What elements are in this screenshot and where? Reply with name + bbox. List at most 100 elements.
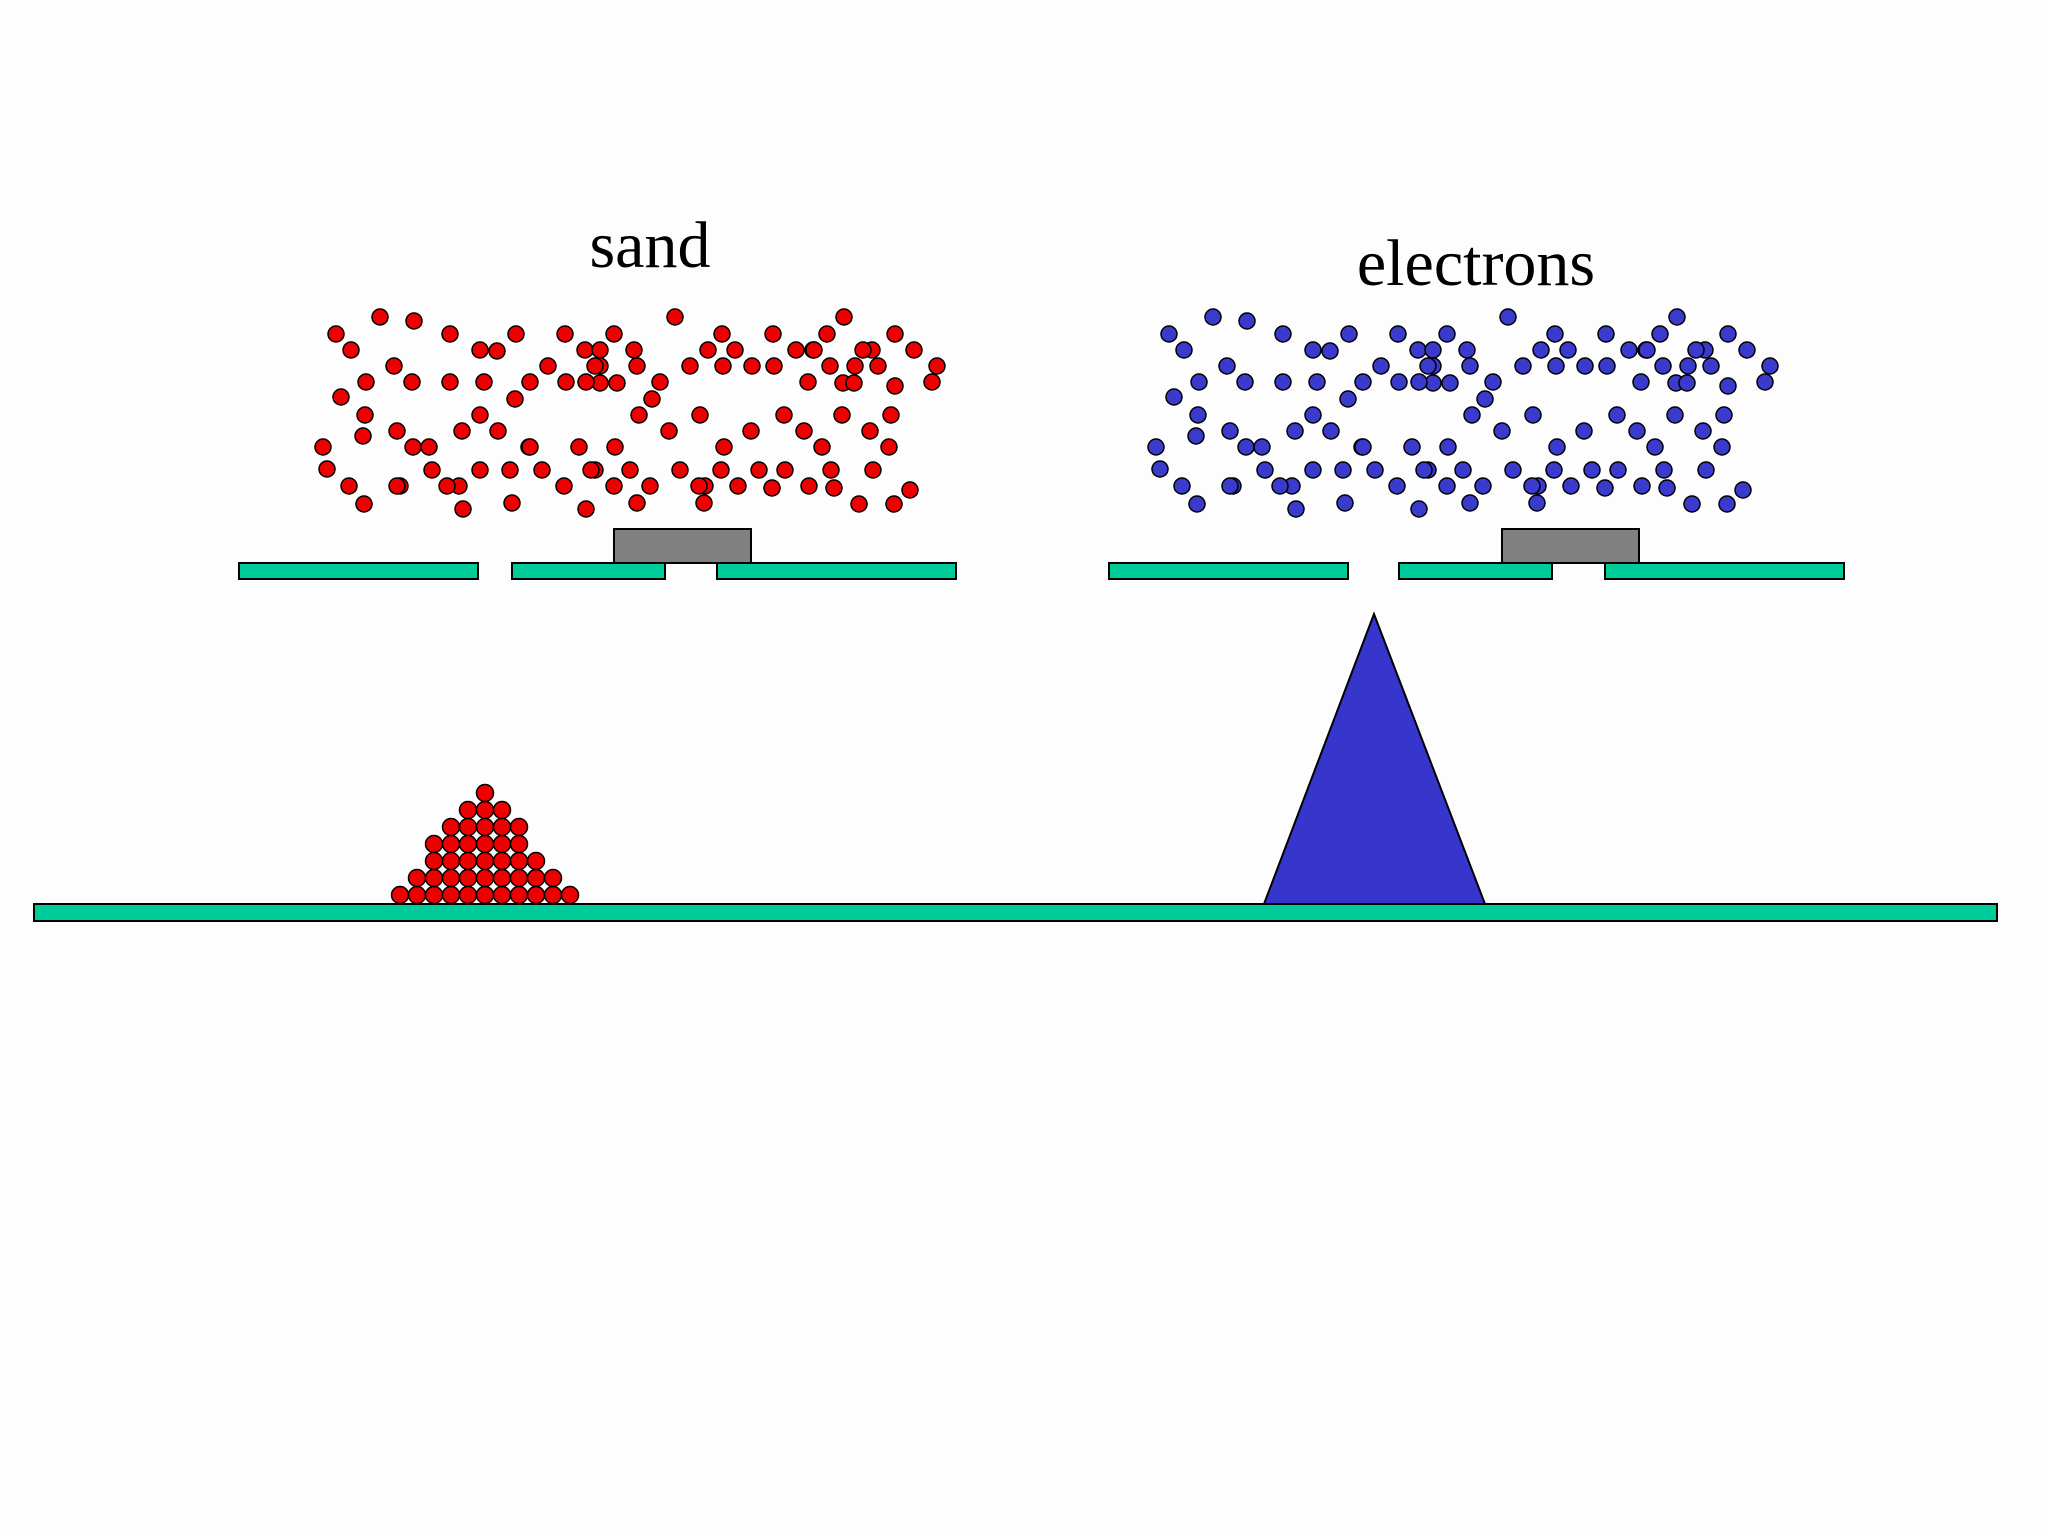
sand-particle <box>555 477 573 495</box>
electron-particle <box>1340 325 1358 343</box>
electron-particle <box>1524 406 1542 424</box>
electron-particle <box>1221 422 1239 440</box>
sand-particle <box>641 477 659 495</box>
electron-particle <box>1419 357 1437 375</box>
sand-particle <box>861 422 879 440</box>
sand-particle <box>385 357 403 375</box>
electron-particle <box>1562 477 1580 495</box>
electron-particle <box>1548 438 1566 456</box>
sand-particle <box>818 325 836 343</box>
electron-particle <box>1523 477 1541 495</box>
electron-particle <box>1738 341 1756 359</box>
sand-particle <box>923 373 941 391</box>
electron-particle <box>1702 357 1720 375</box>
electron-particle <box>1476 390 1494 408</box>
electron-particle <box>1658 479 1676 497</box>
electron-particle <box>1173 477 1191 495</box>
sand-particle <box>605 325 623 343</box>
electrons-label: electrons <box>1357 227 1595 300</box>
sand-pile <box>390 783 580 905</box>
sand-particle <box>671 461 689 479</box>
electron-shutter <box>1501 528 1640 564</box>
electron-particle <box>1655 461 1673 479</box>
sand-particle <box>327 325 345 343</box>
sand-pile-grain <box>509 868 529 888</box>
electron-particle <box>1236 373 1254 391</box>
sand-barrier-right-segment <box>716 562 957 580</box>
electron-particle <box>1160 325 1178 343</box>
electron-barrier-left-segment <box>1108 562 1349 580</box>
sand-particle <box>586 357 604 375</box>
electron-particle <box>1668 308 1686 326</box>
sand-particle <box>454 500 472 518</box>
sand-particle <box>570 438 588 456</box>
sand-particle <box>625 341 643 359</box>
sand-pile-grain <box>475 834 495 854</box>
electron-particle <box>1441 374 1459 392</box>
electron-particle <box>1336 494 1354 512</box>
sand-pile-grain <box>492 834 512 854</box>
electron-barrier-middle-segment <box>1398 562 1553 580</box>
detection-screen <box>33 903 1998 922</box>
electron-particle-cloud <box>1147 308 1779 518</box>
sand-particle <box>699 341 717 359</box>
sand-particle <box>332 388 350 406</box>
sand-particle <box>503 494 521 512</box>
sand-particle <box>729 477 747 495</box>
sand-particle <box>475 373 493 391</box>
sand-particle <box>795 422 813 440</box>
sand-particle <box>726 341 744 359</box>
electron-particle <box>1596 479 1614 497</box>
sand-particle <box>471 461 489 479</box>
sand-particle <box>846 357 864 375</box>
sand-particle <box>822 461 840 479</box>
sand-particle <box>805 341 823 359</box>
electron-particle <box>1218 357 1236 375</box>
sand-pile-grain <box>424 851 444 871</box>
sand-label: sand <box>590 209 711 282</box>
sand-particle <box>441 373 459 391</box>
sand-particle <box>854 341 872 359</box>
sand-particle <box>521 438 539 456</box>
electron-particle <box>1718 495 1736 513</box>
sand-particle <box>666 308 684 326</box>
electron-particle <box>1274 373 1292 391</box>
electron-particle <box>1454 461 1472 479</box>
electron-particle <box>1271 477 1289 495</box>
electron-barrier-right-segment <box>1604 562 1845 580</box>
electron-particle <box>1715 406 1733 424</box>
electron-particle <box>1339 390 1357 408</box>
electron-particle <box>1366 461 1384 479</box>
sand-pile-grain <box>475 868 495 888</box>
sand-particle <box>576 341 594 359</box>
sand-particle <box>776 461 794 479</box>
sand-particle <box>489 422 507 440</box>
electron-particle <box>1546 325 1564 343</box>
sand-particle <box>556 325 574 343</box>
sand-shutter <box>613 528 752 564</box>
sand-particle <box>355 495 373 513</box>
electron-particle <box>1256 461 1274 479</box>
sand-pile-grain <box>492 868 512 888</box>
electron-particle <box>1175 341 1193 359</box>
electron-particle <box>1666 406 1684 424</box>
electron-particle <box>1304 461 1322 479</box>
electron-particle <box>1253 438 1271 456</box>
sand-particle <box>691 406 709 424</box>
sand-particle <box>628 494 646 512</box>
sand-particle <box>507 325 525 343</box>
electron-particle <box>1756 373 1774 391</box>
sand-particle <box>608 374 626 392</box>
electron-particle <box>1424 341 1442 359</box>
sand-pile-grain <box>475 817 495 837</box>
sand-particle <box>557 373 575 391</box>
sand-pile-grain <box>441 834 461 854</box>
electron-particle <box>1237 438 1255 456</box>
electron-particle <box>1165 388 1183 406</box>
electron-particle <box>1439 438 1457 456</box>
sand-particle <box>628 357 646 375</box>
electron-particle <box>1238 312 1256 330</box>
sand-particle <box>886 325 904 343</box>
electron-particle <box>1322 422 1340 440</box>
